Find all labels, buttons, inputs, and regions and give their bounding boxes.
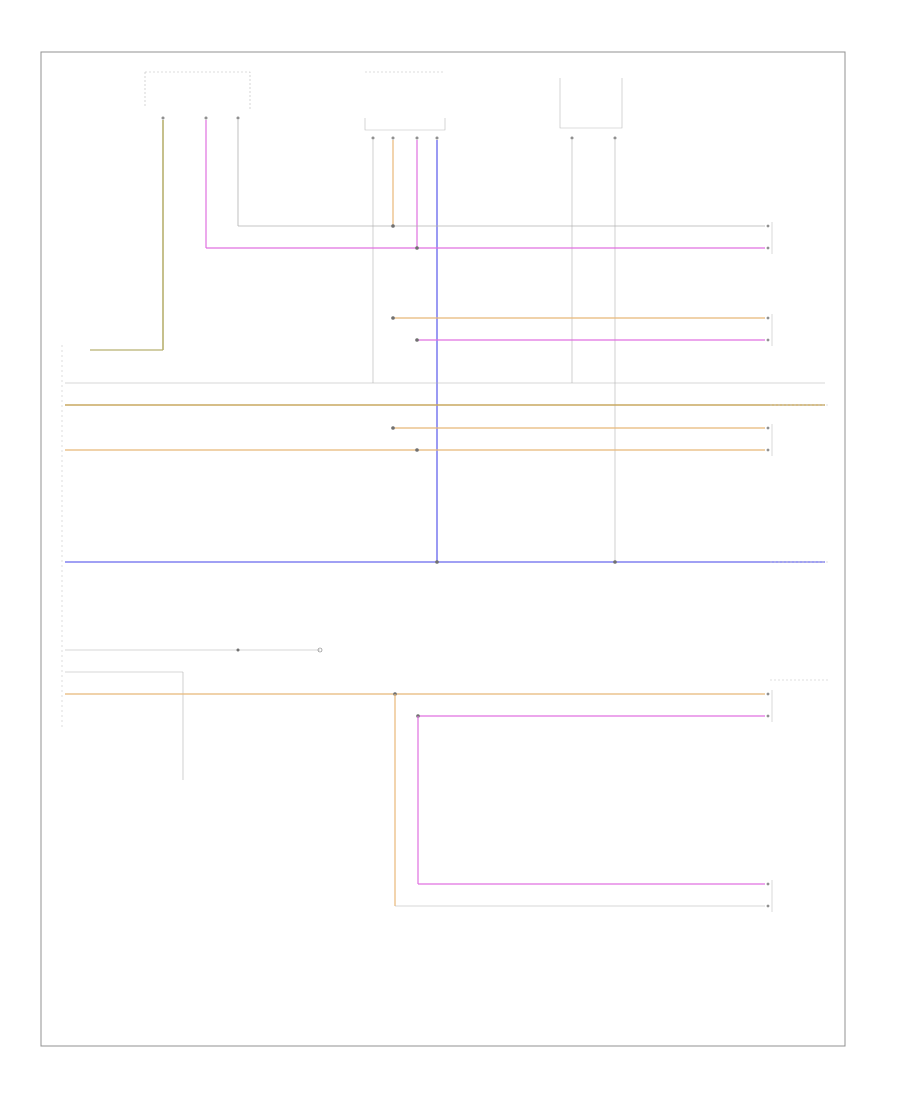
right-connectors bbox=[770, 222, 830, 912]
instrument-cluster-connector bbox=[364, 71, 446, 140]
diagram-frame bbox=[40, 51, 846, 1047]
top-left-connector bbox=[144, 71, 251, 120]
accessory-interface-connector bbox=[559, 78, 623, 140]
